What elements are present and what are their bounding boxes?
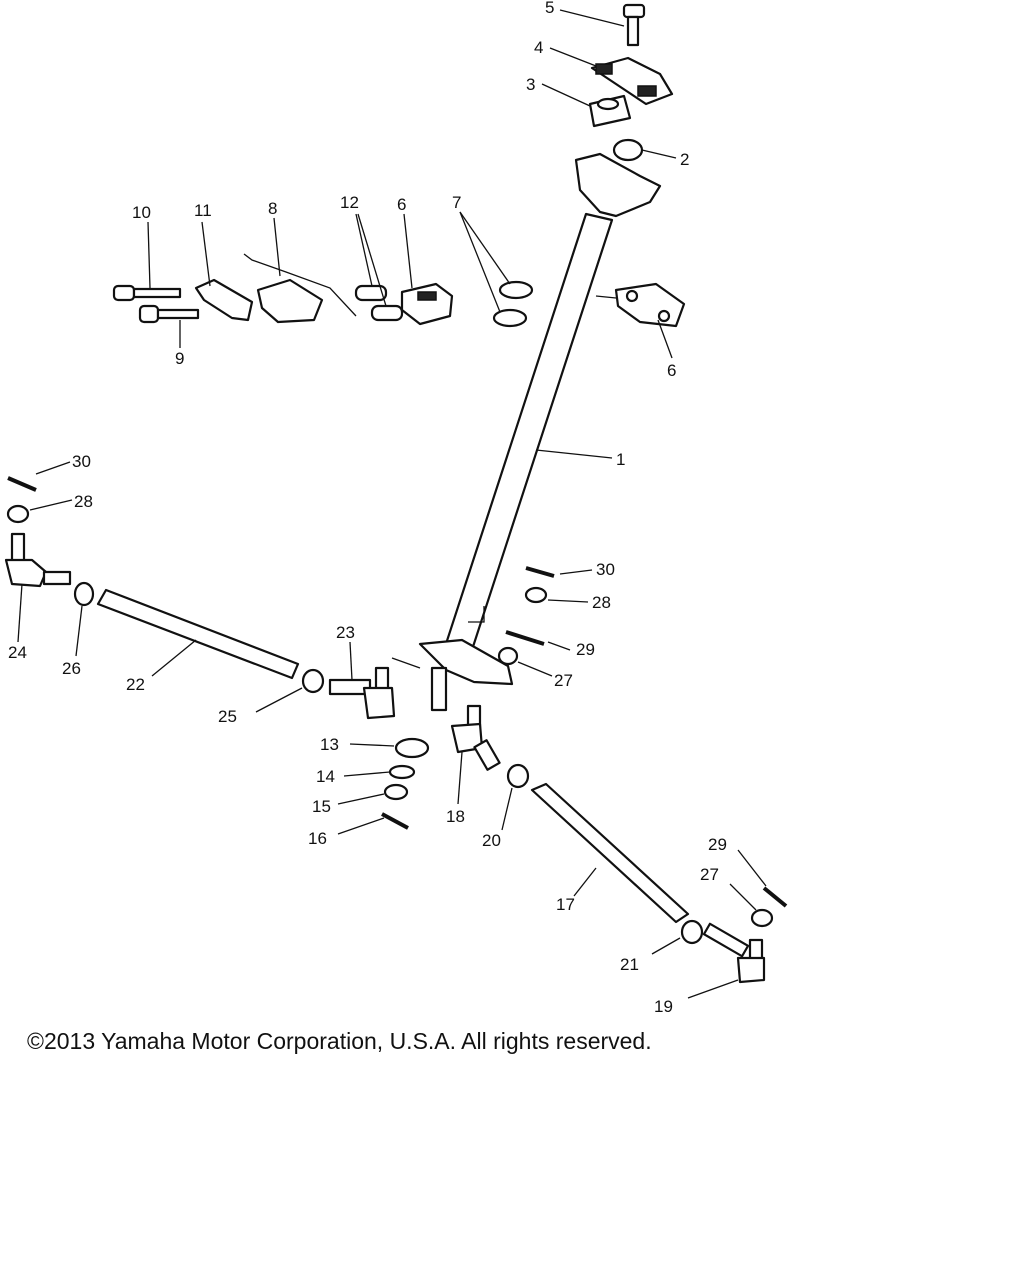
callout-20: 20 <box>482 831 501 850</box>
part-cotter-pin-16 <box>381 812 409 830</box>
part-tie-rod-end-24 <box>4 532 72 588</box>
part-steering-column-1 <box>418 152 662 712</box>
callout-30-right: 30 <box>596 560 615 579</box>
part-nut-28-right <box>524 586 548 604</box>
callout-24: 24 <box>8 643 27 662</box>
part-plate-4 <box>590 56 674 106</box>
callout-17: 17 <box>556 895 575 914</box>
callout-4: 4 <box>534 38 543 57</box>
callout-21: 21 <box>620 955 639 974</box>
callout-30-left: 30 <box>72 452 91 471</box>
callout-9: 9 <box>175 349 184 368</box>
callout-8: 8 <box>268 199 277 218</box>
callout-10: 10 <box>132 203 151 222</box>
part-cotter-pin-29-lower <box>762 886 788 908</box>
part-collars-12 <box>354 284 404 322</box>
part-bolt-10 <box>112 284 182 302</box>
callout-labels: 1 2 3 4 5 6 6 7 8 9 10 11 12 13 14 15 16… <box>8 0 727 1016</box>
part-nut-21 <box>680 919 704 945</box>
part-tie-rod-end-19 <box>702 922 766 984</box>
callout-14: 14 <box>316 767 335 786</box>
callout-7: 7 <box>452 193 461 212</box>
part-nut-28-left <box>6 504 30 524</box>
callout-28-left: 28 <box>74 492 93 511</box>
part-washer-13 <box>394 737 430 759</box>
callout-12: 12 <box>340 193 359 212</box>
part-bolt-5 <box>622 3 646 47</box>
callout-28-right: 28 <box>592 593 611 612</box>
callout-29-lower: 29 <box>708 835 727 854</box>
part-nut-15 <box>383 783 409 801</box>
part-cap-2 <box>612 138 644 162</box>
part-tie-rod-end-23 <box>328 666 396 720</box>
part-holder-3 <box>588 94 632 128</box>
part-nut-26 <box>73 581 95 607</box>
callout-27-lower: 27 <box>700 865 719 884</box>
callout-6-right: 6 <box>667 361 676 380</box>
callout-15: 15 <box>312 797 331 816</box>
part-cotter-pin-29-upper <box>505 630 545 646</box>
part-tie-rod-end-18 <box>450 704 501 771</box>
part-washer-14 <box>388 764 416 780</box>
part-cotter-pin-30-right <box>525 566 555 578</box>
part-nut-20 <box>506 763 530 789</box>
parts-diagram: 1 2 3 4 5 6 6 7 8 9 10 11 12 13 14 15 16… <box>4 0 788 1016</box>
callout-27-upper: 27 <box>554 671 573 690</box>
part-washers-7 <box>492 280 534 328</box>
part-bracket-11 <box>194 278 254 322</box>
part-nut-27-upper <box>497 646 519 666</box>
callout-16: 16 <box>308 829 327 848</box>
leader-lines <box>17 9 767 999</box>
part-tie-rod-22 <box>96 588 300 680</box>
callout-23: 23 <box>336 623 355 642</box>
callout-6-left: 6 <box>397 195 406 214</box>
callout-2: 2 <box>680 150 689 169</box>
callout-29-upper: 29 <box>576 640 595 659</box>
part-cotter-pin-30-left <box>7 476 37 492</box>
part-tie-rod-17 <box>530 782 690 924</box>
part-clamp-6-right <box>614 282 686 328</box>
callout-13: 13 <box>320 735 339 754</box>
callout-5: 5 <box>545 0 554 17</box>
callout-3: 3 <box>526 75 535 94</box>
copyright-notice: ©2013 Yamaha Motor Corporation, U.S.A. A… <box>27 1028 652 1054</box>
part-plate-8 <box>243 253 357 324</box>
part-nut-27-lower <box>750 908 774 928</box>
part-clamp-6-left <box>400 282 454 326</box>
callout-25: 25 <box>218 707 237 726</box>
callout-19: 19 <box>654 997 673 1016</box>
part-nut-25 <box>301 668 325 694</box>
callout-11: 11 <box>194 201 212 220</box>
callout-18: 18 <box>446 807 465 826</box>
part-bolt-9 <box>138 304 200 324</box>
callout-1: 1 <box>616 450 625 469</box>
callout-26: 26 <box>62 659 81 678</box>
callout-22: 22 <box>126 675 145 694</box>
